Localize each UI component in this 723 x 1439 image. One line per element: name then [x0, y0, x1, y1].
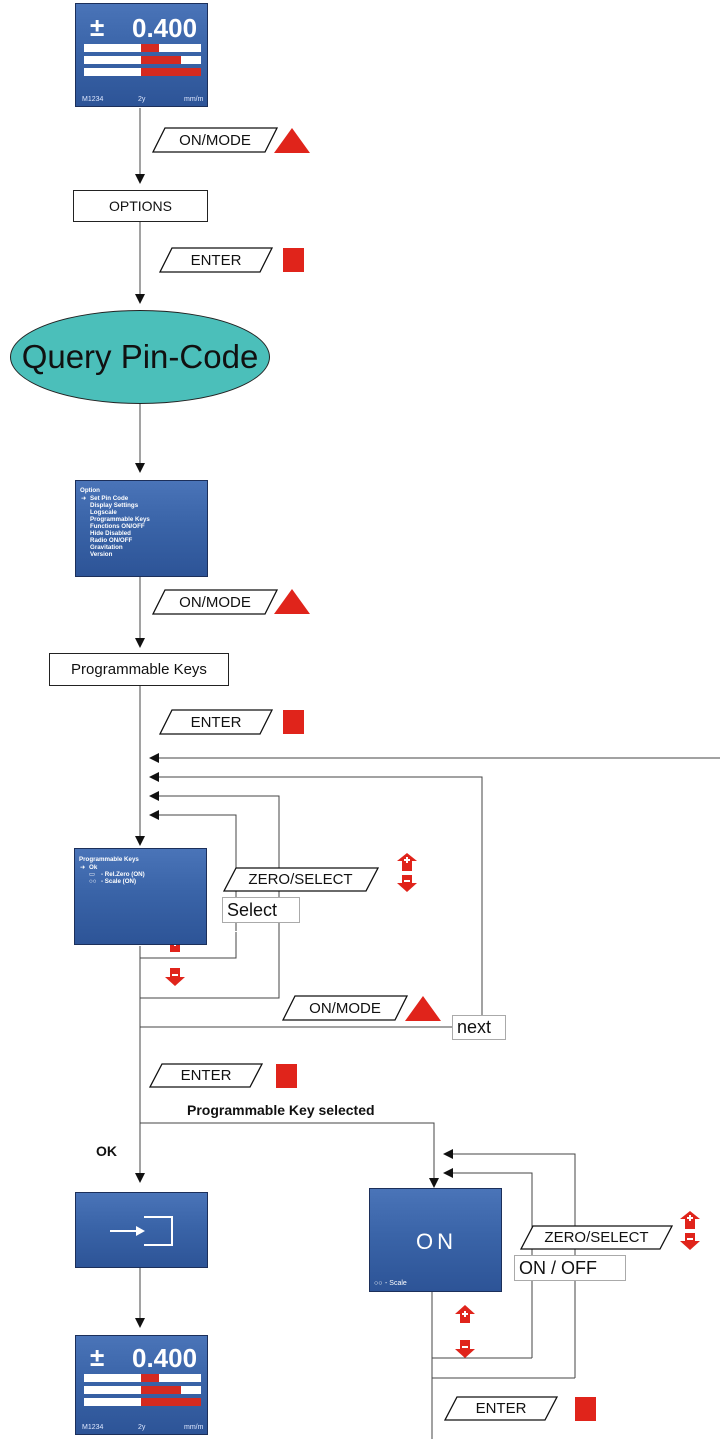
measured-value: 0.400 — [132, 1343, 198, 1373]
bar-1 — [84, 1374, 201, 1382]
scale-key-icon: ○○ — [374, 1280, 383, 1287]
bar-3 — [84, 68, 201, 76]
enter-key[interactable]: ENTER — [190, 713, 242, 731]
enter-key[interactable]: ENTER — [180, 1067, 232, 1084]
on-mode-key[interactable]: ON/MODE — [309, 999, 381, 1017]
on-screen-footer: - Scale — [385, 1280, 407, 1287]
plus-minus-sign: ± — [90, 12, 105, 42]
menu-cursor-icon: ➜ — [80, 864, 86, 871]
menu-item: Radio ON/OFF — [90, 537, 133, 544]
pk-screen-title: Programmable Keys — [79, 856, 139, 863]
pk-item-scale: - Scale (ON) — [101, 878, 137, 885]
menu-item: Version — [90, 551, 113, 558]
enter-return-icon — [110, 1216, 173, 1246]
on-screen: ON ○○ - Scale — [369, 1188, 502, 1292]
menu-item: Programmable Keys — [90, 516, 150, 523]
option-menu-screen: Option ➜ Set Pin Code Display Settings L… — [75, 480, 208, 577]
level-display-top: ± 0.400 M1234 2y mm/m — [75, 3, 208, 107]
pk-item-relzero: - Rel.Zero (ON) — [101, 871, 145, 878]
menu-item: Set Pin Code — [90, 495, 129, 502]
menu-item: Functions ON/OFF — [90, 523, 145, 530]
enter-key[interactable]: ENTER — [190, 251, 242, 269]
menu-item: Gravitation — [90, 544, 123, 551]
programmable-keys-node: Programmable Keys — [49, 653, 229, 686]
bar-3 — [84, 1398, 201, 1406]
option-menu-title: Option — [80, 487, 100, 494]
ok-label: OK — [96, 1143, 117, 1159]
bar-2 — [84, 1386, 201, 1394]
query-pin-code-node: Query Pin-Code — [10, 310, 270, 404]
menu-cursor-icon: ➜ — [81, 495, 87, 502]
axis-label: 2y — [138, 1424, 146, 1431]
pk-item-ok: Ok — [89, 864, 98, 871]
level-display-bottom: ± 0.400 M1234 2y mm/m — [75, 1335, 208, 1435]
unit-label: mm/m — [184, 1424, 204, 1431]
measured-value: 0.400 — [132, 13, 198, 43]
programmable-keys-screen: Programmable Keys ➜ Ok ▭ - Rel.Zero (ON)… — [74, 848, 207, 945]
next-node: next — [452, 1015, 506, 1040]
up-triangle-icon — [405, 996, 441, 1021]
on-mode-key[interactable]: ON/MODE — [179, 593, 251, 611]
device-id: M1234 — [82, 1424, 104, 1431]
confirm-screen — [75, 1192, 208, 1268]
zero-select-key[interactable]: ZERO/SELECT — [544, 1229, 649, 1246]
menu-item: Display Settings — [90, 502, 139, 509]
on-off-node: ON / OFF — [514, 1255, 626, 1281]
device-id: M1234 — [82, 96, 104, 103]
axis-label: 2y — [138, 96, 146, 103]
square-key-icon — [283, 248, 304, 272]
select-node: Select — [222, 897, 300, 923]
bar-1 — [84, 44, 201, 52]
scale-key-icon: ○○ — [89, 878, 97, 885]
unit-label: mm/m — [184, 96, 204, 103]
square-key-icon — [276, 1064, 297, 1088]
menu-item: Logscale — [90, 509, 117, 516]
on-state-label: ON — [416, 1229, 457, 1254]
on-mode-key[interactable]: ON/MODE — [179, 131, 251, 149]
options-node: OPTIONS — [73, 190, 208, 222]
zero-select-key[interactable]: ZERO/SELECT — [248, 871, 353, 888]
menu-item: Hide Disabled — [90, 530, 131, 537]
bar-2 — [84, 56, 201, 64]
up-triangle-icon — [274, 589, 310, 614]
rel-zero-key-icon: ▭ — [89, 871, 95, 878]
square-key-icon — [575, 1397, 596, 1421]
up-triangle-icon — [274, 128, 310, 153]
square-key-icon — [283, 710, 304, 734]
enter-key[interactable]: ENTER — [475, 1400, 527, 1417]
plus-minus-sign: ± — [90, 1342, 105, 1372]
programmable-key-selected-label: Programmable Key selected — [187, 1102, 375, 1118]
